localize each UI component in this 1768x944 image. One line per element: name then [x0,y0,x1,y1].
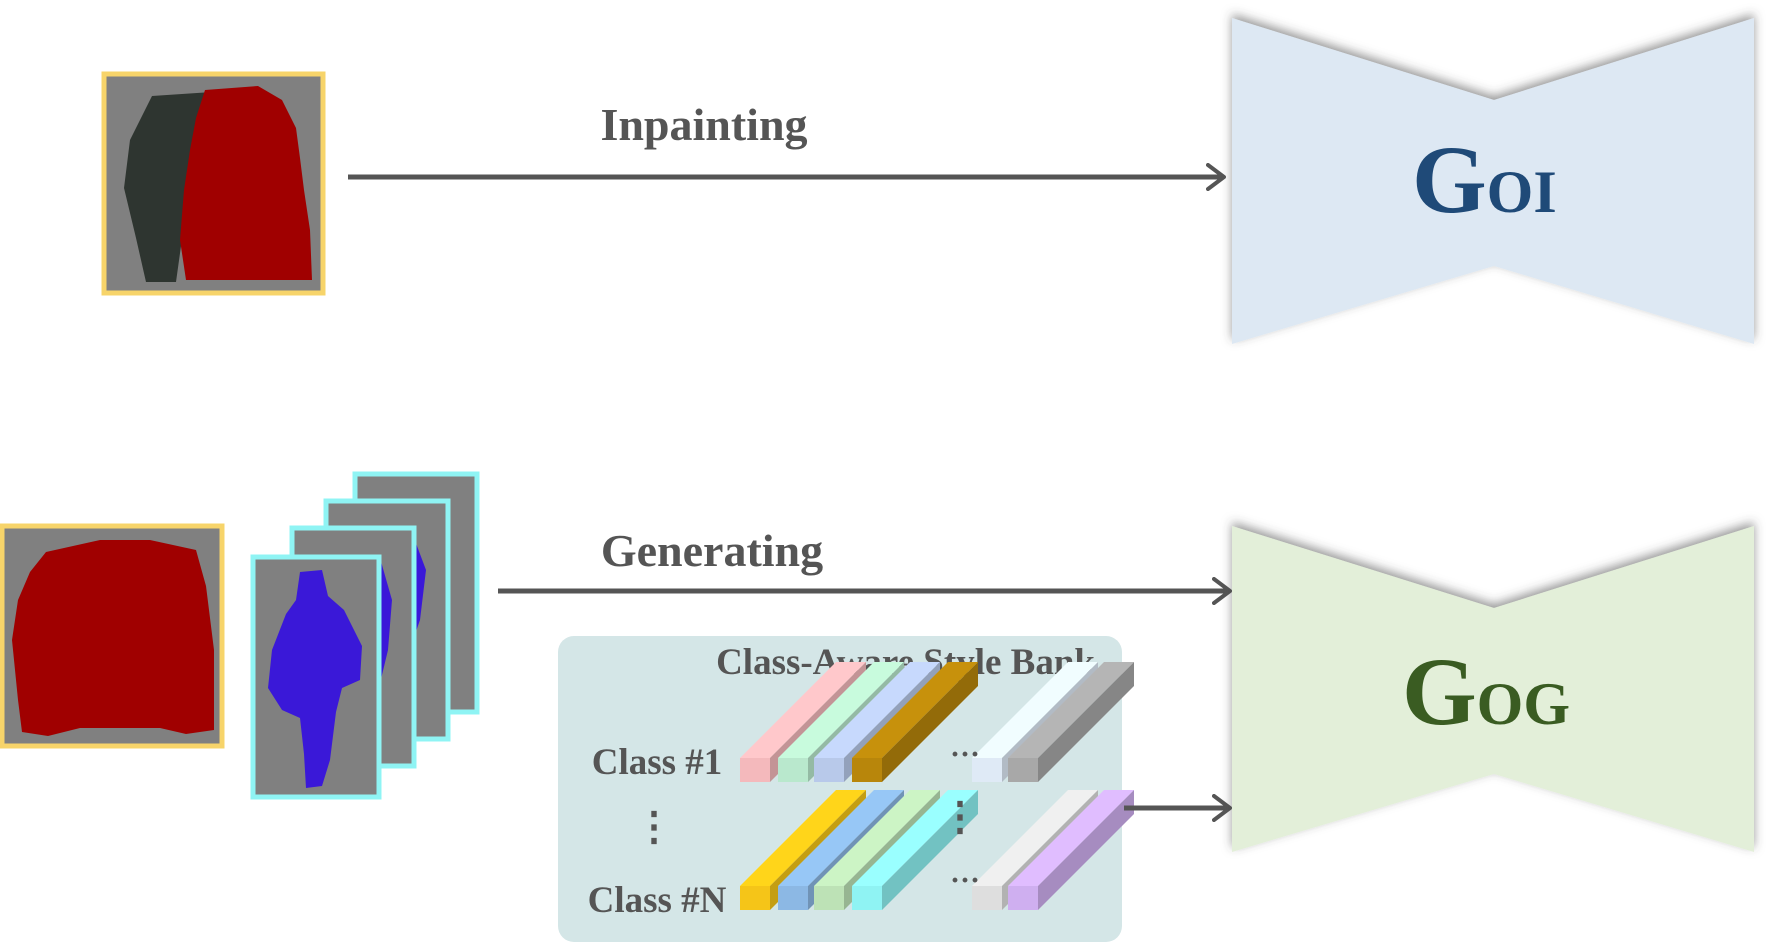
style-vector-bar-r1-1-top [740,662,866,758]
style-vector-bar-r2-2-front [778,886,808,910]
style-vector-bar-r2-1-top [740,790,866,886]
style-vector-bar-r2-4-front [852,886,882,910]
style-vector-bar-r1-5-top [972,662,1098,758]
style-vector-bar-r1-4-front [852,758,882,782]
style-vectors-class-n [740,790,1134,910]
generator-oi-sub: OI [1487,159,1557,225]
style-vector-bar-r1-5-front [972,758,1002,782]
person-mask-card-1 [250,554,382,800]
style-vector-bar-r2-5-front [972,886,1002,910]
generator-og: GOG [1232,526,1754,852]
car-mask-shape [180,86,312,280]
person-mask-stack [250,471,480,800]
generator-oi: GOI [1232,18,1754,344]
style-vector-bar-r1-3-top [814,662,940,758]
style-vector-bar-r1-4 [852,662,978,782]
style-vector-bar-r1-4-top [852,662,978,758]
generator-oi-main: G [1412,126,1487,233]
style-vector-bar-r2-3-front [814,886,844,910]
object-mask-thumbnail-top [101,71,326,296]
style-vector-bar-r1-2-front [778,758,808,782]
generator-og-sub: OG [1477,671,1570,737]
car-mask-shape-bottom [12,540,214,736]
style-vector-bar-r1-3-front [814,758,844,782]
class-1-ellipsis: ··· [950,738,980,771]
style-vector-bar-r2-4-side [882,790,978,910]
style-vector-bar-r2-4-top [852,790,978,886]
class-1-label: Class #1 [592,742,723,783]
car-dark-side [124,92,212,282]
generator-oi-shape [1232,18,1754,344]
style-vector-bar-r2-3-top [814,790,940,886]
style-vector-bar-r1-2-top [778,662,904,758]
generator-oi-label: GOI [1412,126,1557,233]
person-mask-shape [268,570,362,788]
style-vector-bar-r1-4-side [882,662,978,782]
generator-og-label: GOG [1402,638,1570,745]
style-vector-bar-r2-6-side [1038,790,1134,910]
style-vector-bar-r2-5-top [972,790,1098,886]
style-vector-bar-r1-6-top [1008,662,1134,758]
style-vectors-class-1 [740,662,1134,782]
bank-vdots: ⋮ [940,794,980,839]
style-vector-bar-r2-1-front [740,886,770,910]
style-vector-bar-r2-6-front [1008,886,1038,910]
object-mask-thumbnail-bottom [0,523,225,749]
generating-label: Generating [601,525,823,576]
style-vector-bar-r1-6-front [1008,758,1038,782]
inpainting-label: Inpainting [600,99,807,150]
style-vector-bar-r2-6 [1008,790,1134,910]
style-vector-bar-r2-4 [852,790,978,910]
style-vector-bar-r2-2-top [778,790,904,886]
style-bank-panel [558,636,1122,942]
style-vector-bar-r1-6-side [1038,662,1134,782]
class-n-ellipsis: ··· [950,864,980,897]
class-vdots: ⋮ [634,804,674,849]
class-n-label: Class #N [588,880,727,921]
style-bank: Class-Aware Style Bank Class #1 Class #N… [558,636,1134,942]
generator-og-shape [1232,526,1754,852]
style-vector-bar-r2-6-top [1008,790,1134,886]
style-vector-bar-r1-1-front [740,758,770,782]
style-vector-bar-r1-6 [1008,662,1134,782]
generator-og-main: G [1402,638,1477,745]
